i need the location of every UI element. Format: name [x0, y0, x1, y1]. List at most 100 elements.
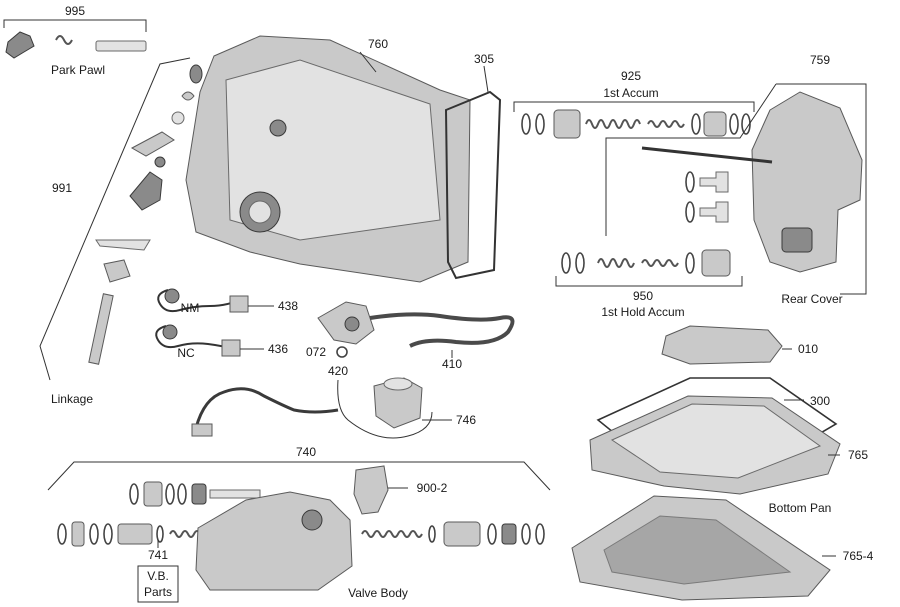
rear-cover-ring-2	[685, 201, 695, 223]
pan-gasket-number: 300	[810, 394, 830, 408]
linkage-bracket	[39, 57, 191, 381]
valve-body	[195, 491, 353, 591]
range-switch-group: 410 072	[306, 301, 515, 371]
case-gasket-group: 305	[444, 52, 502, 280]
filter-number: 010	[798, 342, 818, 356]
switch-number: 410	[442, 357, 462, 371]
vb-parts-label-line1: V.B.	[147, 569, 169, 583]
seal-number: 072	[306, 345, 326, 359]
rear-cover-plug-1	[699, 171, 729, 193]
nm-connector	[229, 295, 249, 313]
linkage-label: Linkage	[51, 392, 93, 406]
linkage-nut	[154, 156, 166, 168]
vb-right-ring-3	[521, 523, 531, 545]
hold-accum-bracket	[555, 276, 743, 287]
rear-cover-bracket-left	[605, 83, 777, 236]
hold-accum-label: 1st Hold Accum	[601, 305, 684, 319]
first-accum-cup	[703, 111, 727, 137]
hold-accum-ring-2	[575, 252, 585, 274]
hold-accum-piston	[701, 249, 731, 277]
bottom-pan-group: 765 Bottom Pan	[589, 395, 868, 515]
case-number: 760	[368, 37, 388, 51]
valve-body-bracket	[47, 461, 551, 491]
hold-accum-ring-1	[561, 252, 571, 274]
vb-lower-valve	[117, 523, 153, 545]
nm-label: NM	[181, 301, 200, 315]
vb-right-valve	[443, 521, 481, 547]
bottom-pan-number: 765	[848, 448, 868, 462]
vb-lower-ring-4	[156, 525, 164, 543]
first-accum-ring-4	[729, 113, 739, 135]
range-switch-harness	[369, 312, 515, 348]
rear-cover-number: 759	[810, 53, 830, 67]
range-switch-hub	[344, 316, 360, 332]
first-accum-piston	[553, 109, 581, 139]
range-sensor-group: NM 438 NC 436	[155, 288, 298, 360]
park-pawl-number: 995	[65, 4, 85, 18]
hold-accum-group: 950 1st Hold Accum	[555, 249, 743, 319]
linkage-part-2	[181, 91, 195, 101]
rear-cover-shaft	[641, 146, 773, 164]
solenoid-top	[383, 377, 413, 391]
hold-accum-number: 950	[633, 289, 653, 303]
park-pawl-shaft	[95, 40, 147, 52]
park-pawl-part	[5, 31, 35, 59]
first-accum-group: 925 1st Accum	[513, 69, 755, 139]
park-pawl-bracket	[3, 19, 147, 32]
park-pawl-group: 995 Park Pawl	[3, 4, 147, 77]
first-accum-number: 925	[621, 69, 641, 83]
bottom-pan-label: Bottom Pan	[769, 501, 832, 515]
filter	[661, 325, 783, 365]
vb-right-plug	[501, 523, 517, 545]
vb-upper-ring-3	[177, 483, 187, 505]
case-bore-inner	[248, 200, 272, 224]
filter-group: 010	[661, 325, 818, 365]
hold-accum-ring-3	[685, 252, 695, 274]
nm-sensor	[164, 288, 180, 304]
first-accum-bracket	[513, 101, 755, 112]
nc-number: 436	[268, 342, 288, 356]
first-accum-spring-1	[585, 119, 641, 129]
linkage-detent	[129, 171, 163, 211]
transmission-case-group: 760	[185, 35, 471, 283]
rear-cover-boss	[781, 227, 813, 253]
harness-leader	[337, 379, 433, 439]
nc-sensor	[162, 324, 178, 340]
case-face	[225, 59, 441, 241]
vb-lower-ring-2	[89, 523, 99, 545]
vb-upper-plug	[143, 481, 163, 507]
linkage-block	[103, 259, 131, 283]
nm-wire	[157, 289, 245, 313]
bottom-pan-floor	[610, 403, 822, 479]
vb-parts-label-line2: Parts	[144, 585, 172, 599]
linkage-spring-plate	[95, 239, 151, 251]
vb-lower-ring-1	[57, 523, 67, 545]
rear-cover-bracket	[776, 83, 867, 295]
valve-body-number: 740	[296, 445, 316, 459]
wire-harness	[194, 387, 339, 429]
vb-parts-box	[137, 565, 179, 603]
first-accum-ring-3	[691, 113, 701, 135]
valve-body-group: 740 741 V.B. Parts Valve Body	[47, 445, 551, 603]
seal-ring	[336, 346, 348, 358]
park-pawl-label: Park Pawl	[51, 63, 105, 77]
rear-cover	[751, 91, 863, 273]
gasket-leader	[483, 65, 489, 93]
vb-upper-ring-1	[129, 483, 139, 505]
solenoid-number: 746	[456, 413, 476, 427]
vb-right-ring-4	[535, 523, 545, 545]
linkage-rod	[88, 293, 114, 365]
hold-accum-spring-2	[641, 259, 679, 267]
hold-accum-spring-1	[597, 258, 635, 268]
nm-number: 438	[278, 299, 298, 313]
valve-body-label: Valve Body	[348, 586, 408, 600]
rear-cover-label: Rear Cover	[781, 292, 842, 306]
vb-lower-plug-1	[71, 521, 85, 547]
case-port	[269, 119, 287, 137]
vb-upper-spool	[191, 483, 207, 505]
skid-pan-number: 765-4	[843, 549, 874, 563]
harness-solenoid-group: 420 746	[191, 364, 476, 439]
gasket-number: 305	[474, 52, 494, 66]
first-accum-label: 1st Accum	[603, 86, 658, 100]
